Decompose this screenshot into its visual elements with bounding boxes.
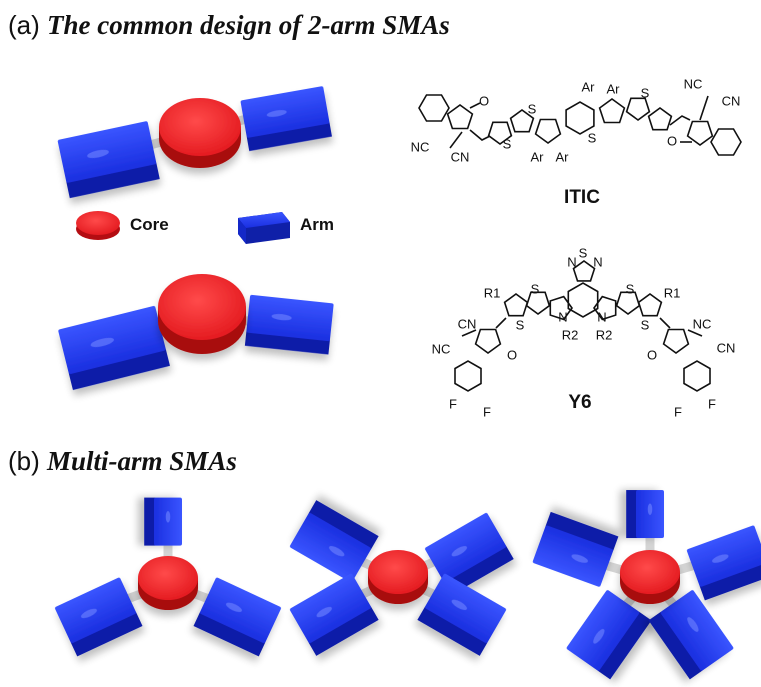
panel-a-title: The common design of 2-arm SMAs — [47, 10, 450, 40]
arm-block — [566, 590, 652, 680]
y6-structure — [454, 260, 711, 392]
arm-block — [425, 512, 514, 596]
legend-arm-label: Arm — [300, 215, 334, 234]
legend-arm-icon — [238, 212, 290, 244]
atom-label: CN — [722, 93, 741, 108]
legend-core-icon — [76, 211, 120, 240]
atom-label: Ar — [582, 79, 596, 94]
atom-label: Ar — [607, 81, 621, 96]
panel-b-heading: (b) Multi-arm SMAs — [8, 446, 237, 477]
atom-label: O — [667, 133, 677, 148]
atom-label: R2 — [596, 327, 613, 342]
arm-block — [686, 525, 761, 601]
atom-label: S — [516, 317, 525, 332]
atom-label: F — [449, 396, 457, 411]
core-disk — [158, 274, 246, 354]
legend-core-label: Core — [130, 215, 169, 234]
atom-label: S — [588, 130, 597, 145]
panel-a-heading: (a) The common design of 2-arm SMAs — [8, 10, 450, 41]
arm-block — [57, 121, 160, 199]
core-disk — [159, 98, 241, 168]
atom-label: R1 — [664, 285, 681, 300]
atom-label: N — [593, 254, 602, 269]
atom-label: N — [567, 254, 576, 269]
atom-label: S — [531, 281, 540, 296]
atom-label: CN — [451, 149, 470, 164]
arm-block — [648, 590, 734, 680]
arm-block — [290, 573, 379, 656]
atom-label: O — [479, 93, 489, 108]
atom-label: Ar — [531, 149, 545, 164]
atom-label: CN — [717, 340, 736, 355]
arm-block — [58, 306, 170, 391]
panel-a-label: (a) — [8, 10, 40, 40]
atom-label: NC — [684, 76, 703, 91]
atom-label: F — [674, 404, 682, 419]
arm-block — [244, 294, 334, 355]
atom-label: N — [597, 309, 606, 324]
core-disk — [368, 550, 428, 604]
itic-name: ITIC — [564, 187, 600, 208]
arm-block — [240, 86, 332, 152]
y6-name: Y6 — [568, 392, 591, 413]
atom-label: F — [708, 396, 716, 411]
atom-label: S — [528, 101, 537, 116]
atom-label: S — [503, 136, 512, 151]
core-disk — [138, 556, 198, 610]
atom-label: R1 — [484, 285, 501, 300]
atom-label: NC — [432, 341, 451, 356]
atom-label: S — [579, 245, 588, 260]
legend: Core Arm — [76, 211, 334, 244]
atom-label: N — [558, 309, 567, 324]
atom-label: NC — [693, 316, 712, 331]
arm-block — [417, 573, 506, 656]
atom-label: S — [641, 317, 650, 332]
panel-b-label: (b) — [8, 446, 40, 476]
atom-label: S — [641, 85, 650, 100]
atom-label: S — [626, 281, 635, 296]
atom-label: CN — [458, 316, 477, 331]
arm-block — [290, 500, 379, 583]
arm-block — [532, 511, 619, 587]
panel-b-title: Multi-arm SMAs — [47, 446, 237, 476]
atom-label: O — [507, 347, 517, 362]
arm-block — [55, 577, 143, 657]
arm-block — [144, 497, 182, 546]
arm-block — [626, 490, 664, 539]
atom-label: O — [647, 347, 657, 362]
arm-block — [193, 577, 281, 657]
atom-label: F — [483, 404, 491, 419]
itic-structure — [418, 94, 742, 156]
atom-label: R2 — [562, 327, 579, 342]
atom-label: Ar — [556, 149, 570, 164]
atom-label: NC — [411, 139, 430, 154]
core-disk — [620, 550, 680, 604]
